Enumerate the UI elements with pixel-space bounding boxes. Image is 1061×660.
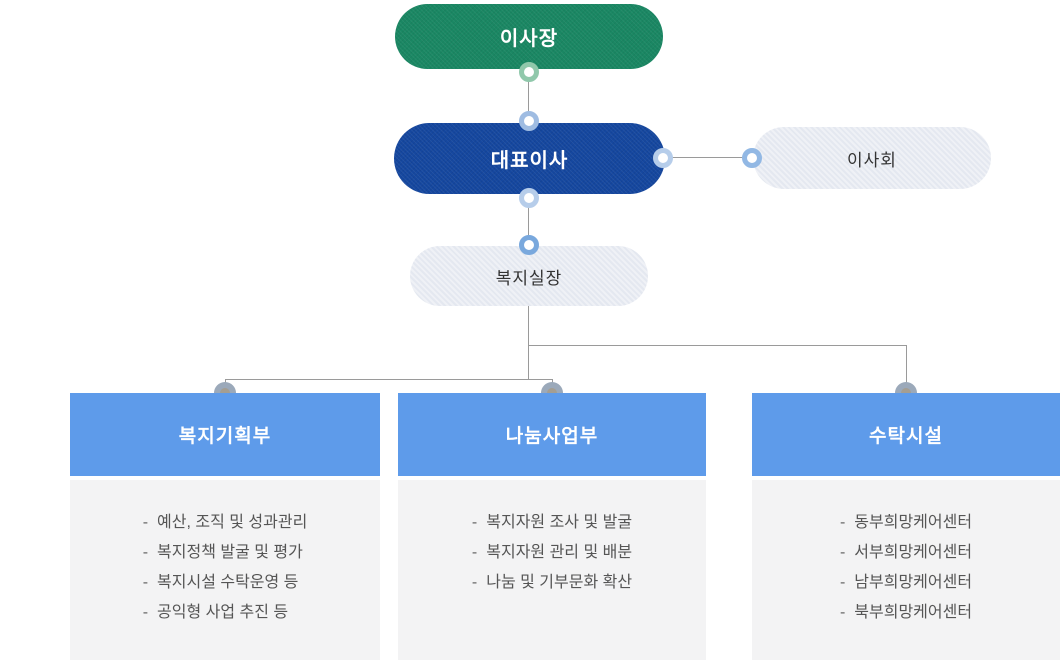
list-item-text: 복지정책 발굴 및 평가 — [157, 544, 303, 561]
department-item-list: -동부희망케어센터-서부희망케어센터-남부희망케어센터-북부희망케어센터 — [840, 508, 972, 628]
connector-line — [528, 72, 529, 122]
list-item-bullet: - — [471, 514, 478, 531]
connector-dot — [519, 62, 539, 82]
connector-dot — [653, 148, 673, 168]
connector-line — [528, 198, 529, 246]
board-label: 이사회 — [847, 150, 897, 170]
department-title: 복지기획부 — [178, 426, 272, 447]
list-item: -복지자원 조사 및 발굴 — [472, 508, 632, 538]
list-item-text: 예산, 조직 및 성과관리 — [157, 514, 308, 531]
connector-line — [663, 157, 753, 158]
department-item-list: -예산, 조직 및 성과관리-복지정책 발굴 및 평가-복지시설 수탁운영 등-… — [143, 508, 308, 628]
department-item-list: -복지자원 조사 및 발굴-복지자원 관리 및 배분-나눔 및 기부문화 확산 — [472, 508, 632, 598]
department-body: -예산, 조직 및 성과관리-복지정책 발굴 및 평가-복지시설 수탁운영 등-… — [70, 480, 380, 660]
chairman-pill: 이사장 — [395, 4, 663, 69]
list-item-bullet: - — [142, 604, 149, 621]
connector-dot — [519, 188, 539, 208]
list-item-text: 복지자원 관리 및 배분 — [486, 544, 633, 561]
welfare-office-head-pill: 복지실장 — [410, 246, 648, 306]
department-title: 수탁시설 — [869, 426, 943, 447]
department-header: 복지기획부 — [70, 393, 380, 476]
list-item-text: 남부희망케어센터 — [854, 574, 973, 591]
department-title: 나눔사업부 — [505, 426, 599, 447]
board-pill: 이사회 — [753, 127, 991, 189]
list-item: -동부희망케어센터 — [840, 508, 972, 538]
department-body: -동부희망케어센터-서부희망케어센터-남부희망케어센터-북부희망케어센터 — [752, 480, 1060, 660]
list-item: -복지정책 발굴 및 평가 — [143, 538, 308, 568]
list-item-bullet: - — [142, 514, 149, 531]
list-item-text: 서부희망케어센터 — [854, 544, 973, 561]
list-item-text: 복지자원 조사 및 발굴 — [486, 514, 633, 531]
connector-line — [528, 345, 907, 346]
list-item: -남부희망케어센터 — [840, 568, 972, 598]
list-item-bullet: - — [839, 514, 846, 531]
list-item: -예산, 조직 및 성과관리 — [143, 508, 308, 538]
ceo-label: 대표이사 — [490, 150, 569, 172]
list-item: -북부희망케어센터 — [840, 598, 972, 628]
list-item-bullet: - — [142, 574, 149, 591]
department-header: 나눔사업부 — [398, 393, 706, 476]
connector-dot — [519, 111, 539, 131]
department-card-sharing-business: 나눔사업부 -복지자원 조사 및 발굴-복지자원 관리 및 배분-나눔 및 기부… — [398, 393, 706, 660]
list-item-bullet: - — [142, 544, 149, 561]
department-header: 수탁시설 — [752, 393, 1060, 476]
ceo-pill: 대표이사 — [394, 123, 665, 194]
list-item: -서부희망케어센터 — [840, 538, 972, 568]
list-item: -복지시설 수탁운영 등 — [143, 568, 308, 598]
connector-line — [906, 345, 907, 393]
list-item-bullet: - — [839, 574, 846, 591]
connector-dot — [519, 235, 539, 255]
list-item-bullet: - — [471, 544, 478, 561]
welfare-office-head-label: 복지실장 — [495, 268, 563, 288]
list-item-text: 복지시설 수탁운영 등 — [157, 574, 299, 591]
list-item-text: 북부희망케어센터 — [854, 604, 973, 621]
list-item-bullet: - — [839, 604, 846, 621]
connector-line — [528, 306, 529, 380]
connector-dot — [742, 148, 762, 168]
department-card-welfare-planning: 복지기획부 -예산, 조직 및 성과관리-복지정책 발굴 및 평가-복지시설 수… — [70, 393, 380, 660]
list-item-text: 공익형 사업 추진 등 — [157, 604, 289, 621]
chairman-label: 이사장 — [499, 28, 559, 50]
list-item-text: 나눔 및 기부문화 확산 — [486, 574, 633, 591]
list-item: -나눔 및 기부문화 확산 — [472, 568, 632, 598]
list-item-bullet: - — [471, 574, 478, 591]
list-item: -공익형 사업 추진 등 — [143, 598, 308, 628]
list-item: -복지자원 관리 및 배분 — [472, 538, 632, 568]
department-card-entrusted-facilities: 수탁시설 -동부희망케어센터-서부희망케어센터-남부희망케어센터-북부희망케어센… — [752, 393, 1060, 660]
list-item-text: 동부희망케어센터 — [854, 514, 973, 531]
connector-line — [225, 379, 553, 380]
department-body: -복지자원 조사 및 발굴-복지자원 관리 및 배분-나눔 및 기부문화 확산 — [398, 480, 706, 660]
list-item-bullet: - — [839, 544, 846, 561]
